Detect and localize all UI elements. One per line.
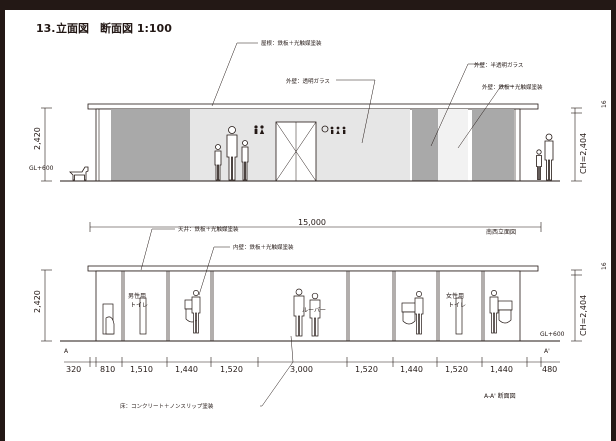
restroom-pictogram-icon xyxy=(254,125,265,134)
steel-panel-right xyxy=(472,109,514,181)
frosted-panel xyxy=(438,109,468,181)
steel-panel-left xyxy=(111,109,191,181)
note-wall-glass: 外壁：透明ガラス xyxy=(286,77,330,85)
note-inner-wall: 内壁：鉄板＋光触媒塗装 xyxy=(233,243,294,251)
sheet-title: 立面図 断面図 1:100 xyxy=(56,21,172,35)
dim-1: 810 xyxy=(100,365,115,374)
section-height-right: CH=2,404 xyxy=(579,295,588,336)
section-height-small: 16 xyxy=(601,262,608,270)
dim-6: 1,520 xyxy=(355,365,378,374)
right-border xyxy=(611,0,616,441)
people-silhouette-icon xyxy=(214,126,554,181)
note-floor: 床：コンクリート＋ノンスリップ塗装 xyxy=(120,402,214,410)
elevation-height-small: 16 xyxy=(601,100,608,108)
dim-4: 1,520 xyxy=(220,365,243,374)
elevation-width: 15,000 xyxy=(298,218,326,227)
section-people-icon xyxy=(191,288,499,337)
left-border xyxy=(0,0,5,441)
elevation-caption: 南西立面図 xyxy=(486,228,516,236)
room-right-line2: トイレ xyxy=(448,302,466,309)
steel-panel-mid xyxy=(412,109,438,181)
room-center-label: ルーバー xyxy=(302,307,326,314)
room-right-line1: 女性用 xyxy=(446,292,464,300)
dim-2: 1,510 xyxy=(130,365,153,374)
section-view: 男性用 トイレ ルーバー 女性用 トイレ A A' GL+600 天井：鉄板＋光… xyxy=(33,225,608,410)
room-left-line2: トイレ xyxy=(130,302,148,309)
section-caption: A-A' 断面図 xyxy=(484,392,516,400)
section-gl-label: GL+600 xyxy=(540,331,565,338)
section-height-left: 2,420 xyxy=(33,290,42,313)
roof-band xyxy=(87,103,539,110)
section-leaders xyxy=(140,228,294,407)
dim-0: 320 xyxy=(66,365,81,374)
dog-silhouette-icon xyxy=(69,166,89,181)
dim-5: 3,000 xyxy=(290,365,313,374)
section-marker-left: A xyxy=(64,348,69,355)
note-frosted-glass: 外壁：半透明ガラス xyxy=(474,61,523,69)
elevation-leaders xyxy=(211,42,514,149)
dim-ticks xyxy=(89,357,542,367)
dim-9: 1,440 xyxy=(490,365,513,374)
room-left-line1: 男性用 xyxy=(128,292,146,300)
elevation-gl-label: GL+600 xyxy=(29,165,54,172)
accessibility-pictogram-icon xyxy=(321,125,346,134)
dim-3: 1,440 xyxy=(175,365,198,374)
dim-7: 1,440 xyxy=(400,365,423,374)
dim-10: 480 xyxy=(542,365,557,374)
section-marker-right: A' xyxy=(544,348,550,355)
partitions xyxy=(121,271,485,341)
note-wall-steel: 外壁：鉄板＋光触媒塗装 xyxy=(482,83,543,91)
dim-8: 1,520 xyxy=(445,365,468,374)
elevation-view: 屋根：鉄板＋光触媒塗装 外壁：透明ガラス 外壁：半透明ガラス 外壁：鉄板＋光触媒… xyxy=(29,39,608,236)
note-ceiling: 天井：鉄板＋光触媒塗装 xyxy=(178,225,239,233)
ceiling-band xyxy=(87,265,539,272)
top-border xyxy=(0,0,616,10)
note-roof: 屋根：鉄板＋光触媒塗装 xyxy=(261,39,322,47)
elevation-height-left: 2,420 xyxy=(33,127,42,150)
elevation-height-right: CH=2,404 xyxy=(579,133,588,174)
sheet-number: 13. xyxy=(36,22,56,35)
